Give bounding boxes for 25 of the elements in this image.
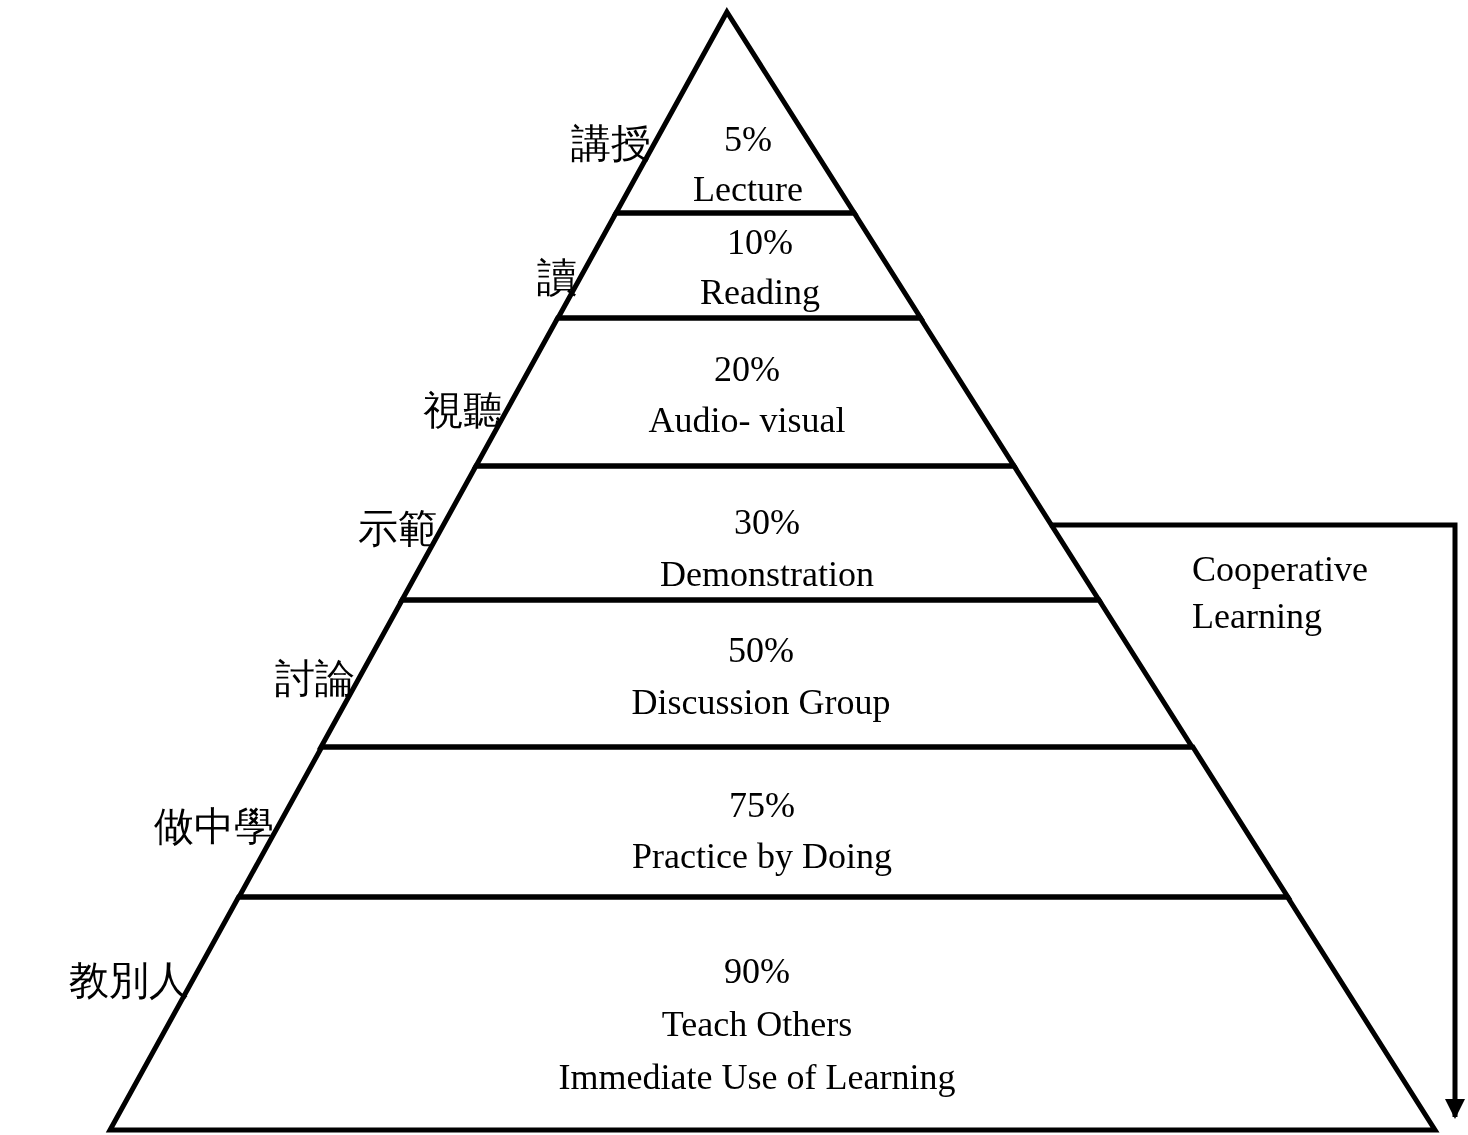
percentage-text: 20% (714, 350, 780, 390)
layer-label: Discussion Group (631, 683, 891, 723)
layer-label: Immediate Use of Learning (558, 1058, 956, 1098)
chinese-label: 討論 (275, 656, 356, 700)
layer-label: Lecture (693, 170, 803, 210)
chinese-label: 做中學 (153, 804, 274, 848)
layer-label: Teach Others (661, 1005, 853, 1045)
layer-label: Practice by Doing (632, 837, 892, 877)
pyramid-layer (235, 744, 1291, 900)
chinese-label: 示範 (358, 506, 439, 550)
pyramid-layer (399, 463, 1103, 603)
chinese-label: 視聽 (423, 388, 504, 432)
percentage-text: 75% (729, 786, 795, 826)
layer-label: Demonstration (660, 555, 874, 595)
range-label: Cooperative Learning (1192, 548, 1369, 638)
percentage-text: 10% (727, 223, 793, 263)
percentage-text: 50% (728, 631, 794, 671)
layer-label: Reading (700, 273, 820, 313)
percentage-text: 30% (734, 503, 800, 543)
chinese-label: 講授 (570, 121, 651, 165)
layer-label: Audio- visual (648, 401, 846, 441)
percentage-text: 5% (724, 120, 772, 160)
percentage-text: 90% (724, 952, 790, 992)
pyramid-layer (107, 894, 1438, 1133)
chinese-label: 讀 (536, 255, 577, 299)
